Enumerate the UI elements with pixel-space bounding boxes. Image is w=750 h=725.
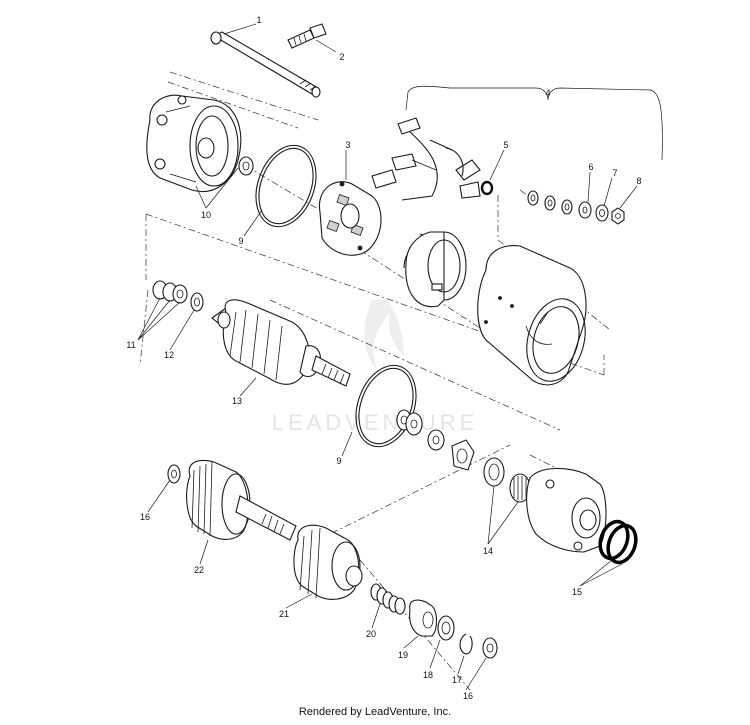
- callout-labels: 1 2 3 4 5 6 7 8 9 10 11 12 13 9 16 22 14…: [126, 15, 641, 701]
- callout-2: 2: [339, 52, 344, 62]
- callout-22: 22: [194, 565, 204, 575]
- callout-5: 5: [503, 140, 508, 150]
- callout-9-middle: 9: [336, 456, 341, 466]
- leader-lines: [137, 23, 663, 691]
- part-16-washer-left: [167, 464, 181, 484]
- callout-14: 14: [483, 546, 493, 556]
- callout-6: 6: [588, 162, 593, 172]
- callout-11: 11: [126, 340, 135, 350]
- part-3-brush-holder: [318, 181, 382, 256]
- part-4-brush-assembly: [371, 117, 481, 201]
- callout-8: 8: [636, 176, 641, 186]
- part-16-washer-right: [482, 637, 498, 659]
- part-5-o-ring: [480, 180, 494, 196]
- part-12-washer: [190, 292, 204, 312]
- footer-credit: Rendered by LeadVenture, Inc.: [298, 706, 452, 718]
- part-21-overrunning-clutch: [293, 524, 363, 600]
- shim-washers: [396, 409, 475, 471]
- part-17-snap-ring: [459, 633, 473, 655]
- part-19-collar: [409, 599, 438, 637]
- callout-7: 7: [612, 168, 617, 178]
- part-9-o-ring-top: [255, 144, 317, 228]
- part-22-pinion-gear: [186, 459, 297, 541]
- callout-20: 20: [366, 629, 376, 639]
- part-14-bearings: [483, 457, 531, 503]
- parts-6-7-8-washers-nut: [527, 190, 625, 225]
- callout-16-right: 16: [463, 691, 473, 701]
- callout-16-left: 16: [140, 512, 150, 522]
- callout-19: 19: [398, 650, 408, 660]
- callout-17: 17: [452, 675, 462, 685]
- part-15-o-rings: [598, 519, 638, 565]
- leadventure-watermark: LEADVENTURE: [272, 300, 479, 435]
- part-1-through-bolt: [210, 31, 321, 98]
- callout-15: 15: [572, 587, 582, 597]
- part-18-stopper: [437, 615, 455, 641]
- part-9-o-ring-middle: [355, 364, 417, 448]
- part-11-springs: [152, 280, 188, 304]
- brush-ring-housing: [403, 231, 467, 308]
- callout-13: 13: [232, 396, 242, 406]
- callout-3: 3: [345, 140, 350, 150]
- callout-12: 12: [164, 350, 174, 360]
- callout-10: 10: [201, 210, 211, 220]
- callout-4: 4: [545, 88, 550, 98]
- part-20-spring: [370, 583, 406, 615]
- part-10-rear-cover: [146, 94, 254, 192]
- callout-9-top: 9: [238, 236, 243, 246]
- svg-text:LEADVENTURE: LEADVENTURE: [272, 410, 479, 435]
- part-13-armature: [211, 299, 351, 387]
- callout-21: 21: [279, 609, 289, 619]
- callout-18: 18: [423, 670, 433, 680]
- callout-1: 1: [256, 15, 261, 25]
- part-2-bolt: [287, 23, 327, 49]
- motor-yoke-housing: [477, 245, 587, 386]
- front-housing: [526, 467, 607, 553]
